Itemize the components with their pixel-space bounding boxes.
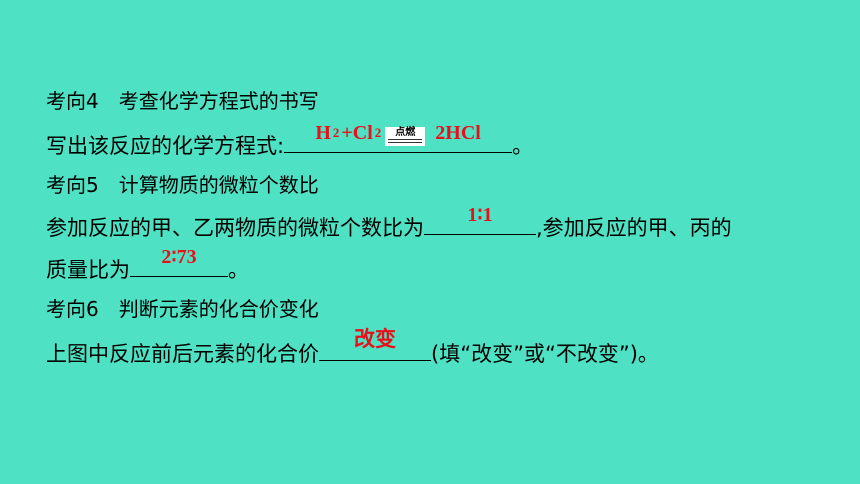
heading-section4: 考向4 考查化学方程式的书写 bbox=[46, 88, 319, 114]
answer-blank-ratio2: 2∶73 bbox=[130, 246, 228, 277]
question-text: 质量比为 bbox=[46, 258, 130, 282]
heading-label: 考向4 bbox=[46, 89, 99, 113]
question-line-5a: 参加反应的甲、乙两物质的微粒个数比为 1∶1 ,参加反应的甲、丙的 bbox=[46, 204, 732, 241]
answer-valence: 改变 bbox=[354, 327, 396, 351]
question-text: 参加反应的甲、乙两物质的微粒个数比为 bbox=[46, 216, 424, 240]
reaction-condition: 点燃 bbox=[385, 127, 426, 146]
question-text: 上图中反应前后元素的化合价 bbox=[46, 342, 319, 366]
heading-label: 考向5 bbox=[46, 173, 99, 197]
heading-text: 计算物质的微粒个数比 bbox=[118, 173, 319, 197]
hint-text: (填“改变”或“不改变”)。 bbox=[431, 342, 659, 366]
heading-label: 考向6 bbox=[46, 297, 99, 321]
heading-section6: 考向6 判断元素的化合价变化 bbox=[46, 296, 319, 322]
question-line-6: 上图中反应前后元素的化合价 改变 (填“改变”或“不改变”)。 bbox=[46, 327, 659, 367]
answer-ratio2: 2∶73 bbox=[161, 246, 197, 268]
heading-section5: 考向5 计算物质的微粒个数比 bbox=[46, 172, 319, 198]
answer-ratio1: 1∶1 bbox=[467, 204, 493, 226]
question-text: ,参加反应的甲、丙的 bbox=[536, 216, 732, 240]
heading-text: 判断元素的化合价变化 bbox=[118, 297, 319, 321]
answer-blank-ratio1: 1∶1 bbox=[424, 204, 536, 235]
question-text: 写出该反应的化学方程式: bbox=[46, 134, 285, 158]
answer-blank-valence: 改变 bbox=[319, 327, 431, 361]
heading-text: 考查化学方程式的书写 bbox=[118, 89, 319, 113]
